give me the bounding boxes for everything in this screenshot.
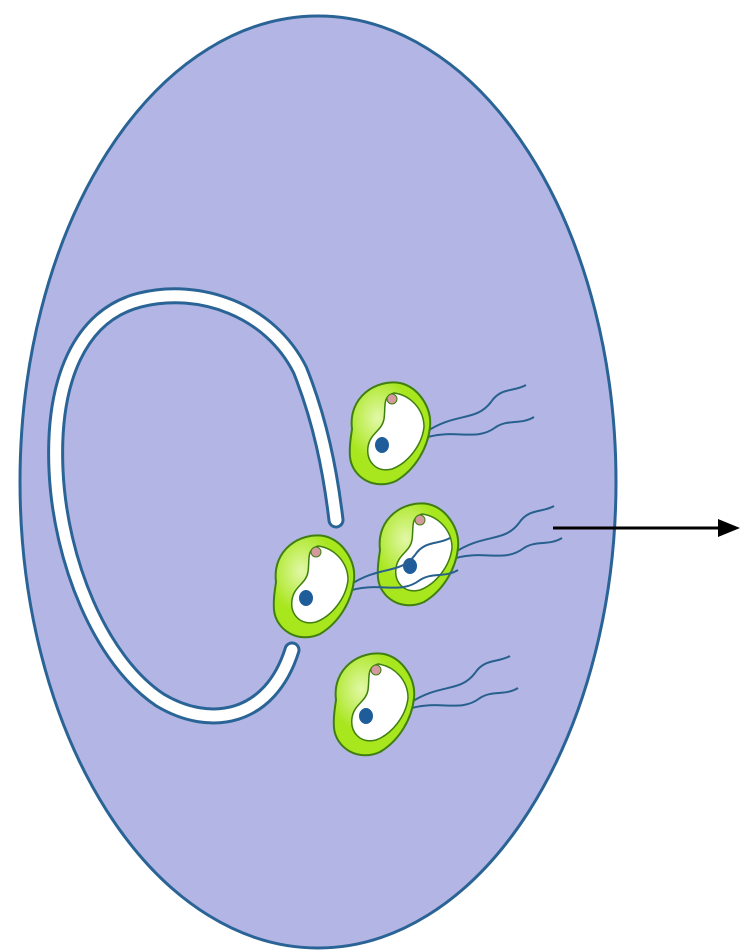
large-oval-cell	[20, 16, 616, 948]
